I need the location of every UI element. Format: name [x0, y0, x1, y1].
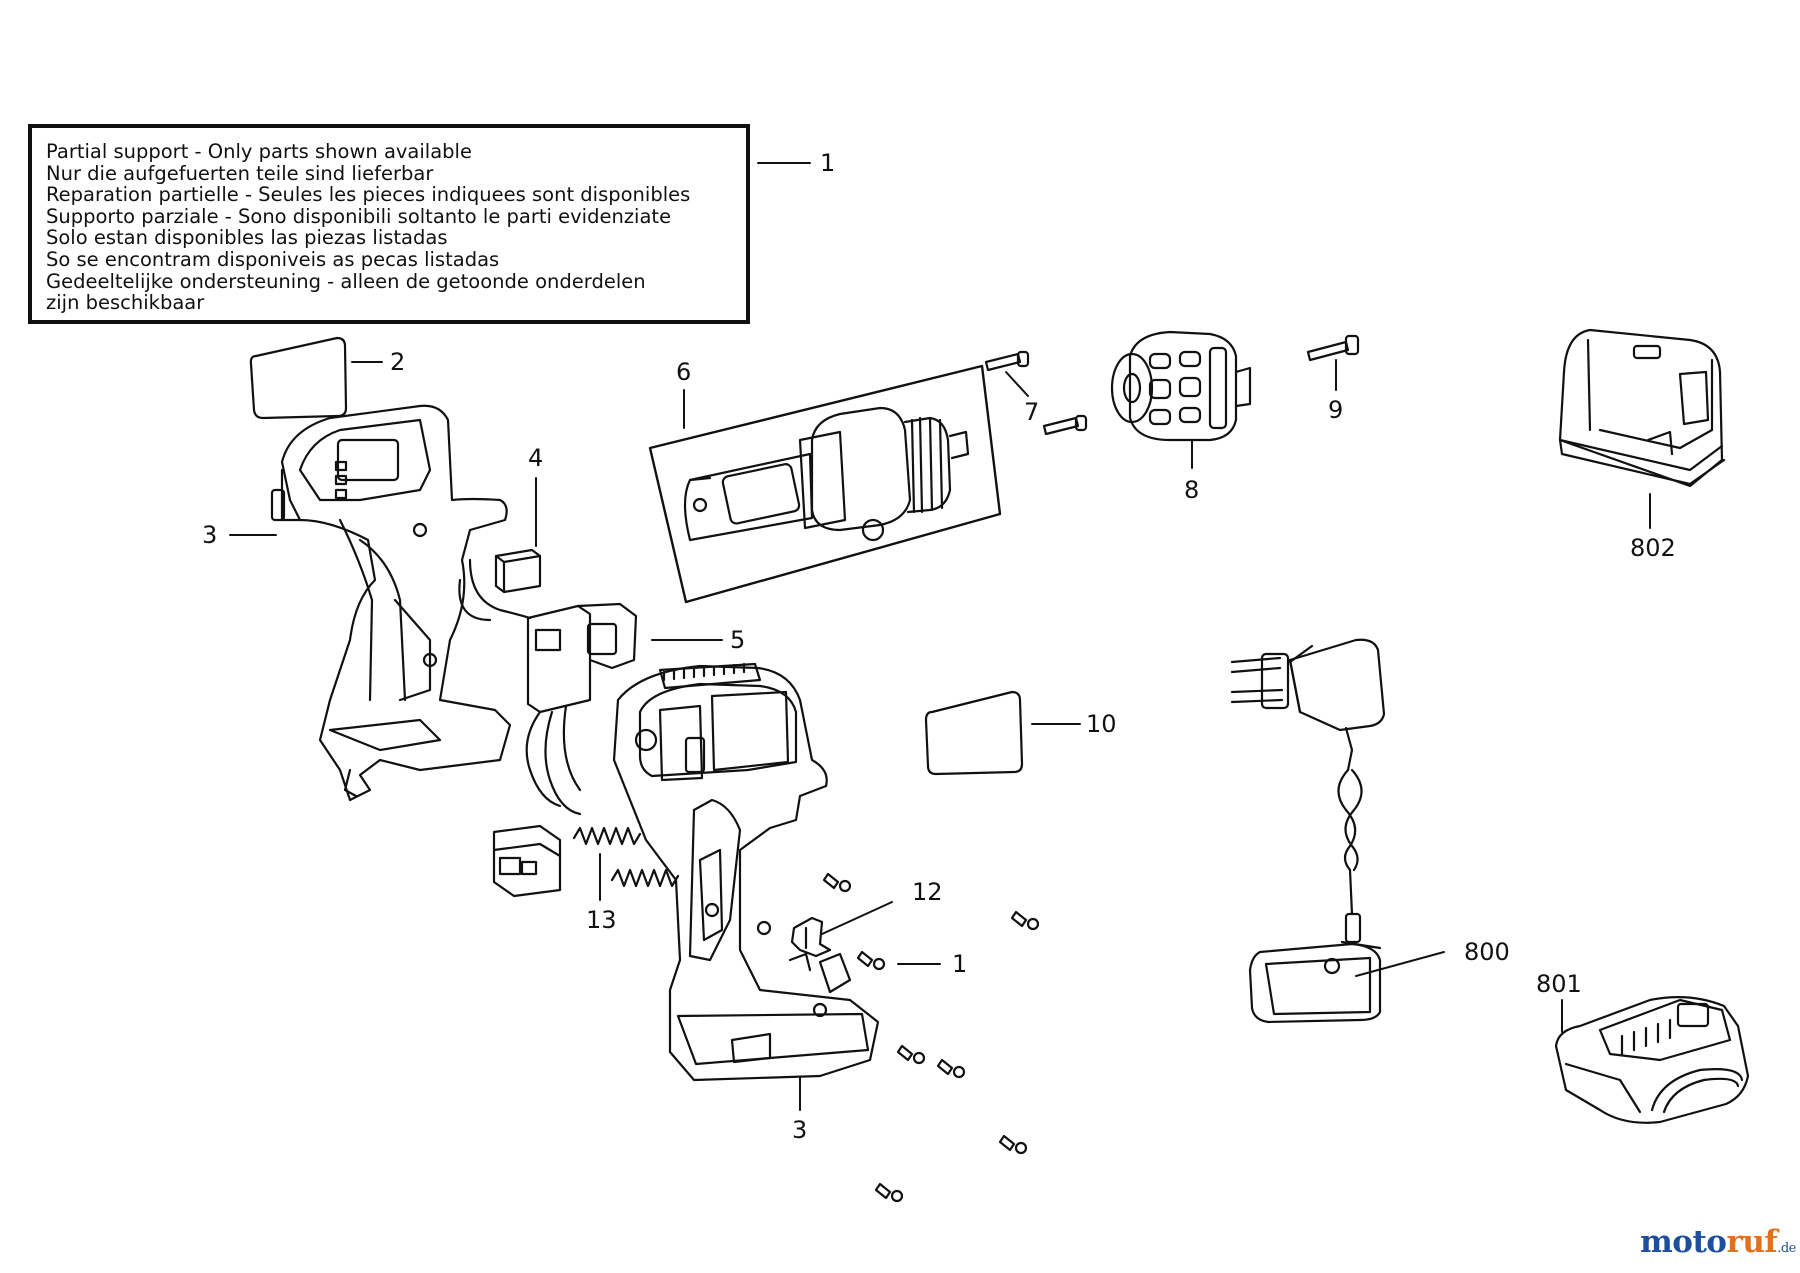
charger-part — [1230, 638, 1386, 1024]
part-label: 3 — [792, 1116, 807, 1144]
notice-line: Nur die aufgefuerten teile sind lieferba… — [46, 161, 434, 185]
part-labels: 1 2 3 4 5 6 7 8 9 10 12 1 13 3 800 801 8… — [202, 149, 1676, 1144]
clip-part — [790, 916, 832, 958]
brand-part-2: ruf — [1726, 1224, 1778, 1260]
battery-part — [1554, 996, 1750, 1124]
part-label: 2 — [390, 348, 405, 376]
partial-support-notice: Partial support - Only parts shown avail… — [28, 124, 750, 324]
notice-line: Reparation partielle - Seules les pieces… — [46, 183, 691, 207]
chuck-part — [1110, 330, 1252, 442]
housing-right-part — [612, 662, 880, 1082]
part-label: 801 — [1536, 970, 1582, 998]
part-label: 3 — [202, 521, 217, 549]
part-label: 802 — [1630, 534, 1676, 562]
part-label: 4 — [528, 444, 543, 472]
part-label: 800 — [1464, 938, 1510, 966]
notice-line: Supporto parziale - Sono disponibili sol… — [46, 204, 672, 228]
brand-logo: motoruf.de — [1640, 1224, 1796, 1260]
part-label: 9 — [1328, 396, 1343, 424]
part-label: 13 — [586, 906, 617, 934]
notice-line: Solo estan disponibles las piezas listad… — [46, 226, 448, 250]
notice-line: zijn beschikbaar — [46, 291, 205, 315]
notice-line: Partial support - Only parts shown avail… — [46, 140, 472, 163]
brand-part-1: moto — [1640, 1224, 1727, 1260]
part-label: 7 — [1024, 398, 1039, 426]
label-plate-part — [924, 690, 1024, 776]
part-label: 5 — [730, 626, 745, 654]
leader-lines — [229, 162, 1651, 1111]
case-part — [1558, 328, 1726, 488]
part-label: 12 — [912, 878, 943, 906]
part-label: 10 — [1086, 710, 1117, 738]
part-label: 1 — [952, 950, 967, 978]
gearbox-motor-part — [648, 364, 1002, 604]
part-label: 6 — [676, 358, 691, 386]
switch-cover-part — [494, 548, 542, 594]
label-plate-part — [249, 336, 348, 420]
screw-part — [822, 872, 1040, 1203]
part-label: 1 — [820, 149, 835, 177]
springs-part — [492, 824, 680, 898]
housing-left-part — [270, 404, 512, 802]
notice-line: So se encontram disponiveis as pecas lis… — [46, 247, 500, 271]
switch-part — [458, 558, 638, 816]
chuck-screw-part — [984, 334, 1360, 436]
notice-line: Gedeeltelijke ondersteuning - alleen de … — [46, 269, 646, 293]
brand-tld: .de — [1777, 1241, 1796, 1256]
part-label: 8 — [1184, 476, 1199, 504]
